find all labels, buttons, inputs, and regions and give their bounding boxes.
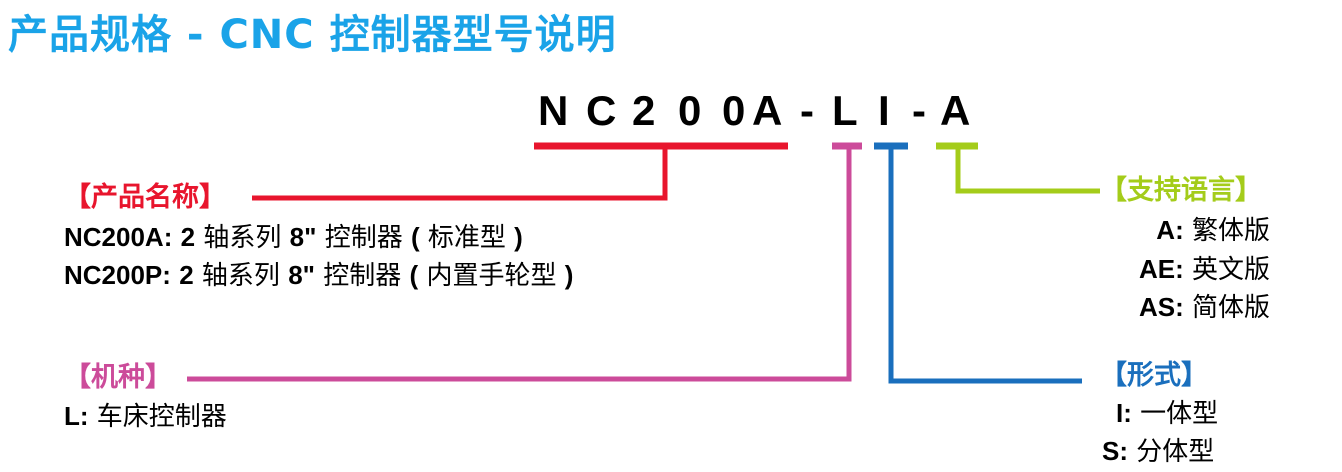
item-desc: 轴系列 xyxy=(193,261,289,291)
item-axis: 2 xyxy=(180,222,196,252)
language-connector xyxy=(936,142,1100,194)
language-item: AS: 简体版 xyxy=(1080,288,1270,327)
item-code: NC200P: xyxy=(64,260,171,290)
item-desc2: 控制器 xyxy=(315,261,410,291)
item-desc: 车床控制器 xyxy=(88,402,227,432)
model-char: 0 xyxy=(722,87,746,134)
language-header: 【支持语言】 xyxy=(1100,175,1262,206)
machine-type-item: L: 车床控制器 xyxy=(64,397,227,436)
item-paren-open: ( xyxy=(409,260,419,290)
item-desc: 轴系列 xyxy=(195,223,290,253)
page-title: 产品规格 - CNC 控制器型号说明 xyxy=(8,12,617,58)
model-char: 2 xyxy=(632,87,656,134)
machine-type-header: 【机种】 xyxy=(64,362,172,393)
model-char: 0 xyxy=(678,87,702,134)
item-code: S: xyxy=(1102,436,1128,466)
item-paren-open: ( xyxy=(410,222,420,252)
model-char: N xyxy=(538,87,569,134)
item-desc: 简体版 xyxy=(1183,293,1270,323)
item-paren-close: ) xyxy=(564,260,574,290)
form-item: S: 分体型 xyxy=(1102,432,1214,471)
item-note: 标准型 xyxy=(419,223,515,253)
item-code: AS: xyxy=(1138,292,1184,322)
item-paren-close: ) xyxy=(514,222,523,252)
item-desc: 英文版 xyxy=(1183,255,1270,285)
item-desc2: 控制器 xyxy=(316,223,411,253)
item-note: 内置手轮型 xyxy=(418,261,565,291)
language-item: A: 繁体版 xyxy=(1080,211,1270,250)
product-name-item: NC200A: 2 轴系列 8" 控制器 ( 标准型 ) xyxy=(64,218,523,257)
item-size: 8" xyxy=(288,260,315,290)
product-name-header: 【产品名称】 xyxy=(64,182,226,213)
language-item: AE: 英文版 xyxy=(1080,250,1270,289)
model-char: A xyxy=(752,87,783,134)
model-char: L xyxy=(832,87,858,134)
item-desc: 一体型 xyxy=(1131,399,1219,429)
model-char: C xyxy=(586,87,617,134)
form-connector xyxy=(874,142,1082,384)
item-desc: 分体型 xyxy=(1128,437,1215,467)
item-code: L: xyxy=(64,401,89,431)
item-size: 8" xyxy=(289,222,317,252)
item-desc: 繁体版 xyxy=(1183,216,1270,246)
model-char: I xyxy=(878,87,890,134)
model-char: - xyxy=(912,87,926,134)
model-char: - xyxy=(800,87,814,134)
item-code: I: xyxy=(1116,398,1132,428)
form-header: 【形式】 xyxy=(1100,360,1208,391)
item-code: A: xyxy=(1156,215,1184,245)
item-axis: 2 xyxy=(179,260,194,290)
item-code: AE: xyxy=(1138,254,1184,284)
model-char: A xyxy=(940,87,971,134)
machine-type-connector xyxy=(187,142,862,382)
product-name-item: NC200P: 2 轴系列 8" 控制器 ( 内置手轮型 ) xyxy=(64,256,573,295)
form-item: I: 一体型 xyxy=(1116,394,1218,433)
item-code: NC200A: xyxy=(64,222,173,252)
product-name-connector xyxy=(252,142,788,201)
